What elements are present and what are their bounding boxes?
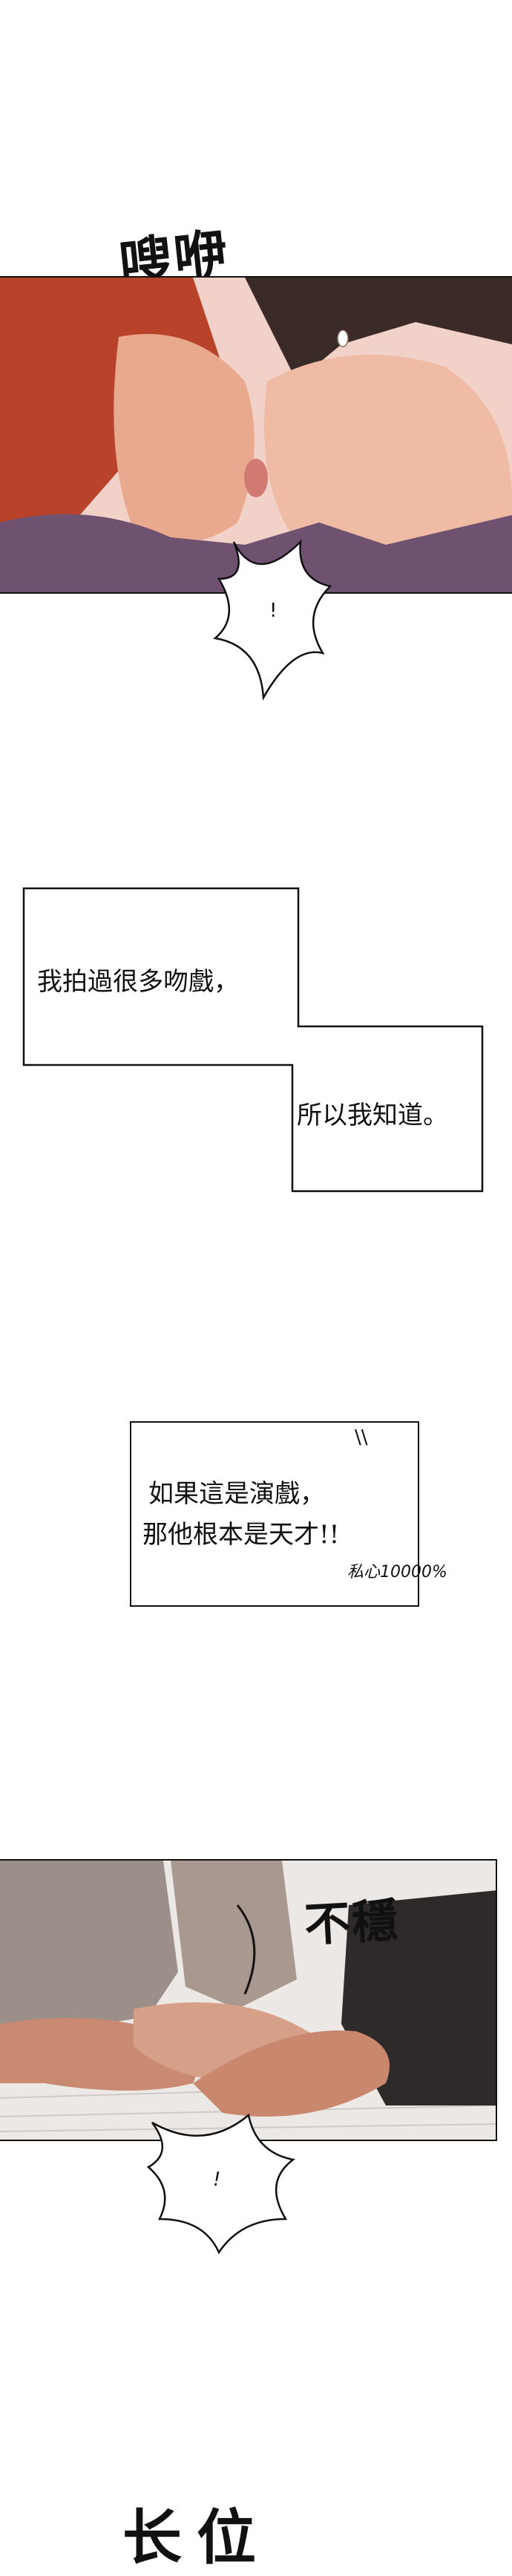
- sweat-drop: [337, 330, 349, 347]
- right-character-hair: [245, 278, 512, 381]
- right-slipper: [193, 2030, 390, 2117]
- character-clothing: [0, 514, 512, 592]
- caption-box-outline: [22, 887, 484, 1193]
- bubble-outline: [213, 539, 332, 701]
- bubble-exclamation: !: [269, 600, 278, 622]
- stepped-caption-box: [22, 887, 486, 1195]
- sfx-bottom-partial: 长位: [122, 2503, 271, 2572]
- caption-line-2: 所以我知道。: [297, 1101, 448, 1130]
- center-pants: [171, 1861, 297, 2009]
- left-pants: [0, 1861, 178, 2031]
- caption-genius-line-2: 那他根本是天才!!: [142, 1520, 340, 1550]
- motion-mark: [236, 1904, 256, 1995]
- bubble-outline-2: [146, 2113, 295, 2255]
- left-character-face: [114, 334, 255, 543]
- bubble-exclamation-2: !: [213, 2169, 221, 2191]
- caption-note: 私心10000%: [347, 1563, 447, 1582]
- sfx-unsteady: 不穩: [303, 1892, 401, 1953]
- spiky-speech-bubble-2: !: [145, 2108, 301, 2260]
- right-character-face: [264, 355, 512, 560]
- caption-line-1: 我拍過很多吻戲，: [37, 967, 239, 997]
- kiss-panel: [0, 276, 512, 594]
- kiss-illustration: [0, 278, 512, 592]
- spiky-speech-bubble: !: [211, 534, 338, 705]
- caption-marks: \\: [355, 1426, 368, 1449]
- caption-genius-line-1: 如果這是演戲，: [148, 1479, 325, 1509]
- caption-box-genius: [130, 1421, 419, 1607]
- lips: [244, 459, 268, 497]
- stumble-panel: [0, 1859, 497, 2141]
- stumble-illustration: [0, 1861, 496, 2140]
